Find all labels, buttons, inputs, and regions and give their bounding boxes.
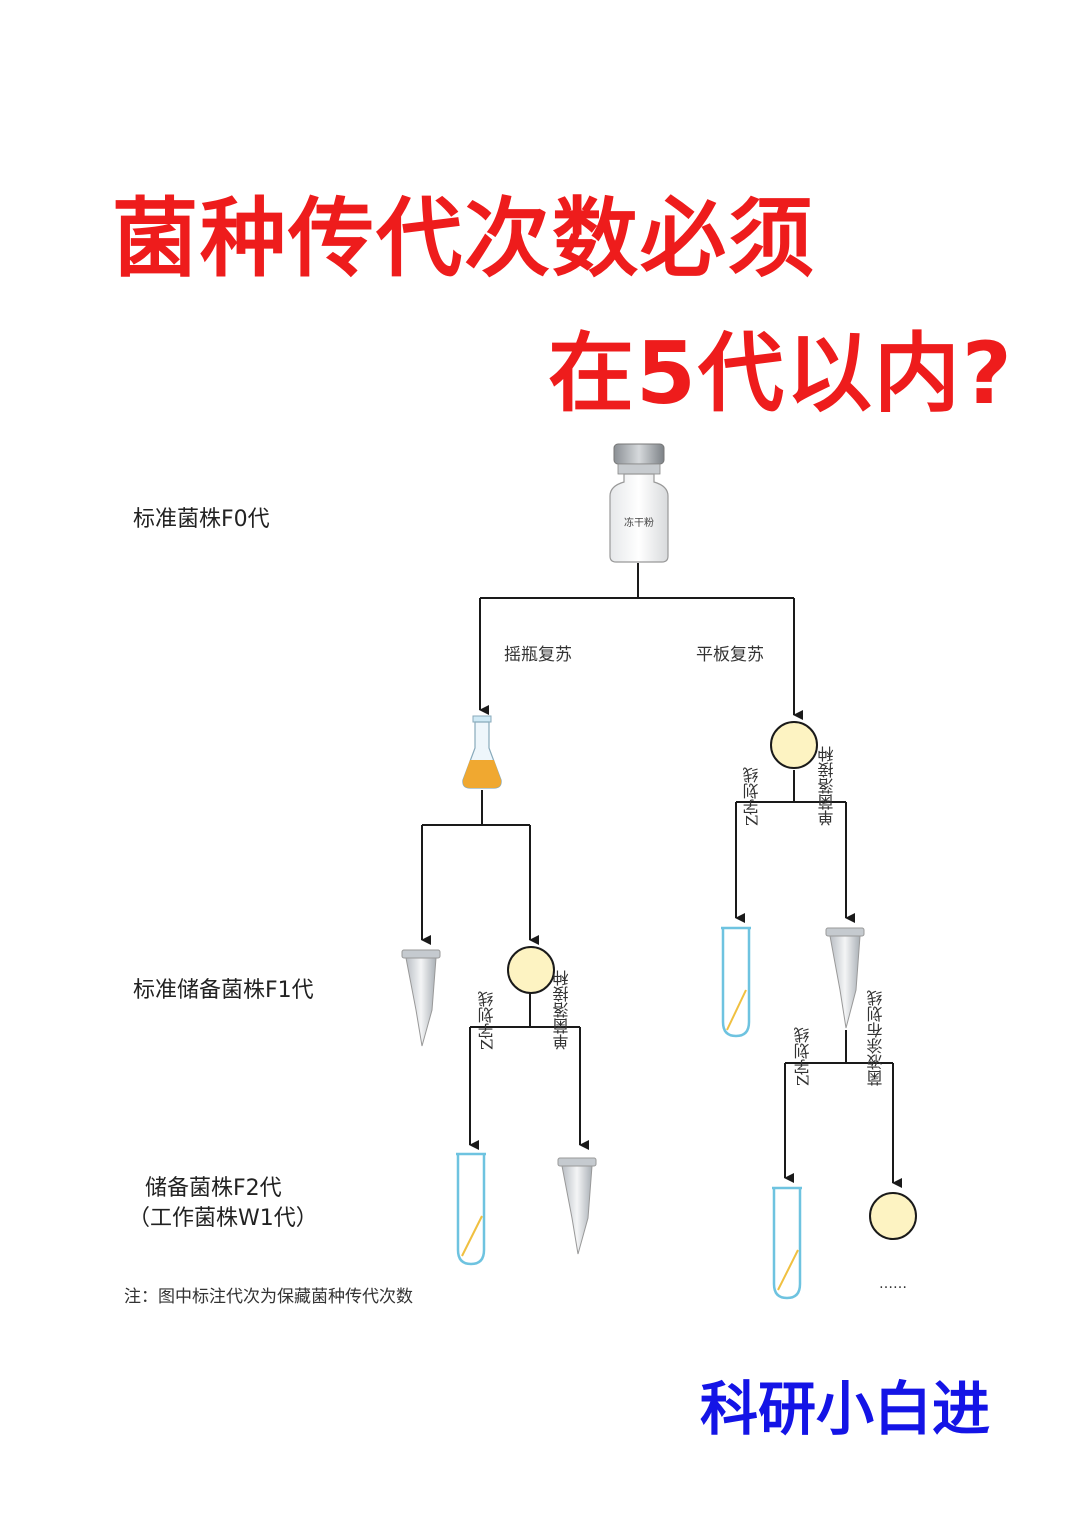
title-line-1: 菌种传代次数必须 [112, 189, 816, 289]
label-z-streak-lower: Z字划线 [794, 1027, 813, 1086]
plate-icon-f0-right [770, 721, 818, 769]
label-liquid-dilution: 菌液涂布划线 [867, 990, 886, 1086]
flask-icon [462, 715, 502, 789]
label-f1-generation: 标准储备菌株F1代 [133, 978, 314, 1003]
plate-icon-f2-right [869, 1192, 917, 1240]
vial-icon: 冻干粉 [609, 443, 669, 563]
vial-label: 冻干粉 [624, 516, 654, 529]
cryotube-icon-f1-left [401, 949, 441, 1047]
cryotube-icon-f1-right [825, 927, 865, 1029]
label-f0-generation: 标准菌株F0代 [133, 507, 270, 532]
cryotube-icon-f2-left [557, 1157, 597, 1255]
brand-signature: 科研小白进 [700, 1375, 991, 1443]
label-z-streak-left: Z字划线 [478, 991, 497, 1050]
plate-icon-f1-left [507, 946, 555, 994]
slant-tube-icon-f2-left [456, 1152, 486, 1266]
label-shake-flask: 摇瓶复苏 [504, 645, 572, 665]
slant-tube-icon-f1-right [721, 926, 751, 1038]
slant-tube-icon-f2-right [772, 1186, 802, 1300]
ellipsis-text: …… [879, 1276, 907, 1292]
label-f2-generation: 储备菌株F2代 [145, 1176, 282, 1201]
title-line-2: 在5代以内? [548, 324, 1014, 424]
label-plate-revival: 平板复苏 [696, 645, 764, 665]
label-single-colony-left: 单菌落接种 [553, 970, 572, 1050]
label-z-streak-right: Z字划线 [743, 767, 762, 826]
footnote: 注：图中标注代次为保藏菌种传代次数 [124, 1287, 413, 1307]
label-single-colony-right: 单菌落接种 [818, 746, 837, 826]
label-w1-generation: （工作菌株W1代） [128, 1206, 318, 1231]
connector-lines [421, 563, 902, 1188]
